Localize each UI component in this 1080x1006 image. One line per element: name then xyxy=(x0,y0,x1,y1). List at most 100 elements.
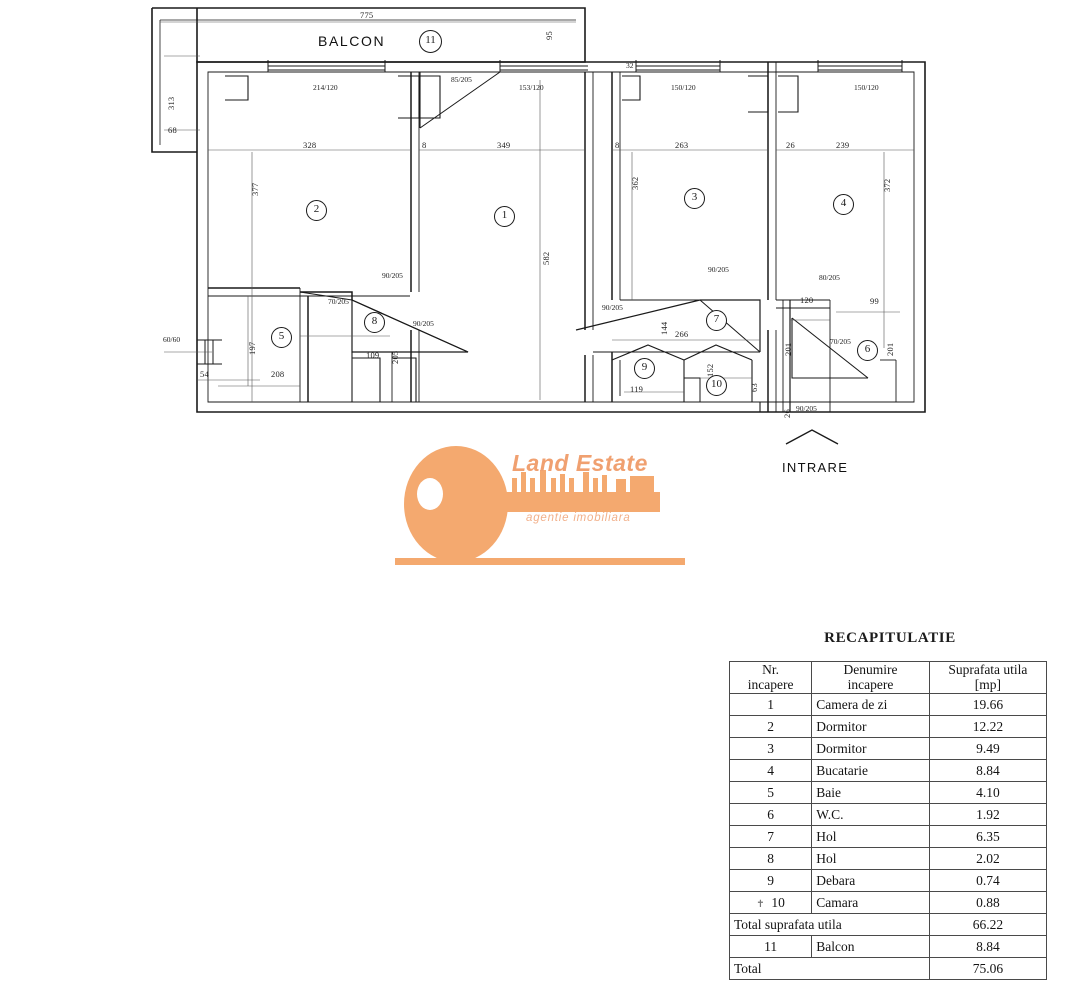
dim-room6-right: 99 xyxy=(870,296,879,306)
cell-name: Dormitor xyxy=(811,737,930,761)
cell-total-label: Total xyxy=(729,957,930,981)
dim-room3-height: 362 xyxy=(630,176,640,190)
opening-gap-32: 32 xyxy=(626,61,634,70)
room-number-10: 10 xyxy=(706,375,727,396)
header-area-line2: [mp] xyxy=(974,676,1001,692)
dim-room5-width: 208 xyxy=(271,369,285,379)
room-number-6: 6 xyxy=(857,340,878,361)
cell-balcony-nr: 11 xyxy=(728,935,813,959)
dim-room3-width: 263 xyxy=(675,140,689,150)
dim-balcony-width: 775 xyxy=(360,10,374,20)
cell-name: Camera de zi xyxy=(811,693,930,717)
recapitulatie-table: Nr. incapere Denumire incapere Suprafata… xyxy=(728,660,1048,981)
opening-door-90-205-b: 90/205 xyxy=(382,271,403,280)
cell-name: W.C. xyxy=(811,803,930,827)
cell-nr: 2 xyxy=(728,715,813,739)
header-area: Suprafata utila [mp] xyxy=(928,660,1048,695)
dim-room1-width: 349 xyxy=(497,140,511,150)
dim-room10-width: 152 xyxy=(705,363,715,377)
cell-name: Hol xyxy=(811,825,930,849)
cell-area: 0.74 xyxy=(928,869,1048,893)
room-number-9: 9 xyxy=(634,358,655,379)
cell-name: Camara xyxy=(811,891,930,915)
cell-nr: 9 xyxy=(728,869,813,893)
cell-name: Bucatarie xyxy=(811,759,930,783)
opening-door-80-205: 80/205 xyxy=(819,273,840,282)
logo-brand-text: Land Estate xyxy=(512,450,648,476)
dim-room8-inner: 205 xyxy=(390,350,400,364)
cell-nr: 5 xyxy=(728,781,813,805)
cell-balcony-name: Balcon xyxy=(811,935,930,959)
table-header-row: Nr. incapere Denumire incapere Suprafata… xyxy=(728,660,1048,695)
cell-total-value: 75.06 xyxy=(928,957,1048,981)
cell-area: 9.49 xyxy=(928,737,1048,761)
cell-name: Dormitor xyxy=(811,715,930,739)
cell-area: 12.22 xyxy=(928,715,1048,739)
cell-nr: ✝ 10 xyxy=(728,891,813,915)
cell-nr: 3 xyxy=(728,737,813,761)
dim-room9-width: 119 xyxy=(630,384,644,394)
room-number-5: 5 xyxy=(271,327,292,348)
cell-nr: 6 xyxy=(728,803,813,827)
dim-corner-26: 26 xyxy=(782,409,792,418)
cell-name: Hol xyxy=(811,847,930,871)
cell-nr: 7 xyxy=(728,825,813,849)
header-nr: Nr. incapere xyxy=(728,660,813,695)
dim-room2-height: 377 xyxy=(250,182,260,196)
cell-area: 2.02 xyxy=(928,847,1048,871)
opening-door-70-205-a: 70/205 xyxy=(328,297,349,306)
cell-area: 19.66 xyxy=(928,693,1048,717)
key-logo-icon xyxy=(404,446,660,562)
cell-total-util-label: Total suprafata utila xyxy=(729,913,930,937)
dim-corner-201: 201 xyxy=(783,342,793,356)
cell-nr: 4 xyxy=(728,759,813,783)
room-number-1: 1 xyxy=(494,206,515,227)
dim-room6-height: 201 xyxy=(885,342,895,356)
opening-door-90-205-d: 90/205 xyxy=(708,265,729,274)
cell-area: 8.84 xyxy=(928,759,1048,783)
header-nr-line1: Nr. xyxy=(762,662,780,677)
cell-balcony-area: 8.84 xyxy=(928,935,1048,959)
logo-subtitle-text: agentie imobiliara xyxy=(526,512,631,524)
floor-plan: BALCON 11 INTRARE 2 1 3 4 5 8 7 9 10 6 7… xyxy=(151,7,926,475)
opening-room2-window: 214/120 xyxy=(313,83,338,92)
cell-area: 6.35 xyxy=(928,825,1048,849)
room-number-3: 3 xyxy=(684,188,705,209)
cell-area: 1.92 xyxy=(928,803,1048,827)
dim-room4-width: 239 xyxy=(836,140,850,150)
opening-left-window: 60/60 xyxy=(163,335,181,344)
opening-room1-window: 153/120 xyxy=(519,83,544,92)
room-number-7: 7 xyxy=(706,310,727,331)
dim-room4-height: 372 xyxy=(882,178,892,192)
entrance-arrow xyxy=(785,429,839,445)
header-name-line2: incapere xyxy=(847,676,894,692)
opening-door-90-205-c: 90/205 xyxy=(602,303,623,312)
opening-door-70-205-b: 70/205 xyxy=(830,337,851,346)
cell-nr: 1 xyxy=(728,693,813,717)
intrare-label: INTRARE xyxy=(782,460,849,475)
room-number-4: 4 xyxy=(833,194,854,215)
cell-total-util-value: 66.22 xyxy=(928,913,1048,937)
dim-hall7-height: 144 xyxy=(659,321,669,335)
dim-left-offset: 68 xyxy=(168,125,177,135)
dim-gap-c: 26 xyxy=(786,140,795,150)
cell-name: Baie xyxy=(811,781,930,805)
balcon-label: BALCON xyxy=(318,33,386,49)
opening-balcony-door: 85/205 xyxy=(451,75,472,84)
agency-logo: Land Estate agentie imobiliara xyxy=(390,432,690,572)
cell-nr: 8 xyxy=(728,847,813,871)
dim-room8-height: 109 xyxy=(366,350,380,360)
logo-bar xyxy=(395,558,685,565)
dim-room6-left: 120 xyxy=(800,295,814,305)
recapitulatie-section: RECAPITULATIE Nr. incapere Denumire inca… xyxy=(725,630,1055,981)
check-mark-icon: ✝ xyxy=(756,898,765,910)
